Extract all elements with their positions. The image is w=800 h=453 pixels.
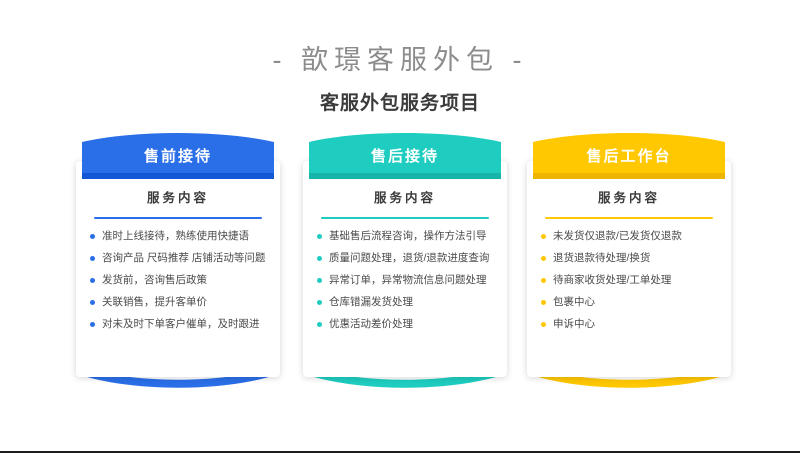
card-header-banner: 售后接待 [309,133,501,179]
list-item: 申诉中心 [541,318,718,331]
list-item: 质量问题处理，退货/退款进度查询 [317,252,494,265]
list-item: 未发货仅退款/已发货仅退款 [541,230,718,243]
card-bottom-arc [80,367,276,389]
list-item: 基础售后流程咨询，操作方法引导 [317,230,494,243]
card-header-banner: 售后工作台 [533,133,725,179]
service-card-after-sales-reception: 售后接待 服务内容 基础售后流程咨询，操作方法引导 质量问题处理，退货/退款进度… [303,133,507,389]
list-item: 优惠活动差价处理 [317,318,494,331]
card-header-title: 售后工作台 [586,148,672,165]
card-item-list: 基础售后流程咨询，操作方法引导 质量问题处理，退货/退款进度查询 异常订单，异常… [314,230,496,331]
card-header-title: 售后接待 [370,148,439,165]
card-section-label: 服务内容 [146,191,209,205]
card-body-panel [76,161,280,377]
list-item: 待商家收货处理/工单处理 [541,274,718,287]
card-item-list: 准时上线接待，熟练使用快捷语 咨询产品 尺码推荐 店铺活动等问题 发货前，咨询售… [87,230,269,331]
service-card-after-sales-workbench: 售后工作台 服务内容 未发货仅退款/已发货仅退款 退货退款待处理/换货 待商家收… [527,133,731,389]
card-content: 服务内容 准时上线接待，熟练使用快捷语 咨询产品 尺码推荐 店铺活动等问题 发货… [76,161,280,377]
list-item: 对未及时下单客户催单，及时跟进 [90,318,267,331]
list-item: 关联销售，提升客单价 [90,296,267,309]
list-item: 准时上线接待，熟练使用快捷语 [90,230,267,243]
card-divider [321,217,489,219]
list-item: 咨询产品 尺码推荐 店铺活动等问题 [90,252,267,265]
card-divider [94,217,262,219]
service-card-pre-sales-reception: 售前接待 服务内容 准时上线接待，熟练使用快捷语 咨询产品 尺码推荐 店铺活动等… [76,133,280,389]
card-content: 服务内容 未发货仅退款/已发货仅退款 退货退款待处理/换货 待商家收货处理/工单… [527,161,731,377]
list-item: 退货退款待处理/换货 [541,252,718,265]
card-bottom-arc [531,367,727,389]
page-title: - 歆璟客服外包 - [272,45,528,75]
card-section-label: 服务内容 [597,191,660,205]
card-body-panel [527,161,731,377]
card-section-label: 服务内容 [373,191,436,205]
card-item-list: 未发货仅退款/已发货仅退款 退货退款待处理/换货 待商家收货处理/工单处理 包裹… [538,230,720,331]
page-subtitle: 客服外包服务项目 [319,93,480,114]
card-body-panel [303,161,507,377]
list-item: 仓库错漏发货处理 [317,296,494,309]
card-header-banner: 售前接待 [82,133,274,179]
list-item: 包裹中心 [541,296,718,309]
list-item: 发货前，咨询售后政策 [90,274,267,287]
list-item: 异常订单，异常物流信息问题处理 [317,274,494,287]
card-content: 服务内容 基础售后流程咨询，操作方法引导 质量问题处理，退货/退款进度查询 异常… [303,161,507,377]
card-bottom-arc [307,367,503,389]
bottom-rule [0,451,800,453]
card-divider [545,217,713,219]
card-header-title: 售前接待 [143,148,212,165]
